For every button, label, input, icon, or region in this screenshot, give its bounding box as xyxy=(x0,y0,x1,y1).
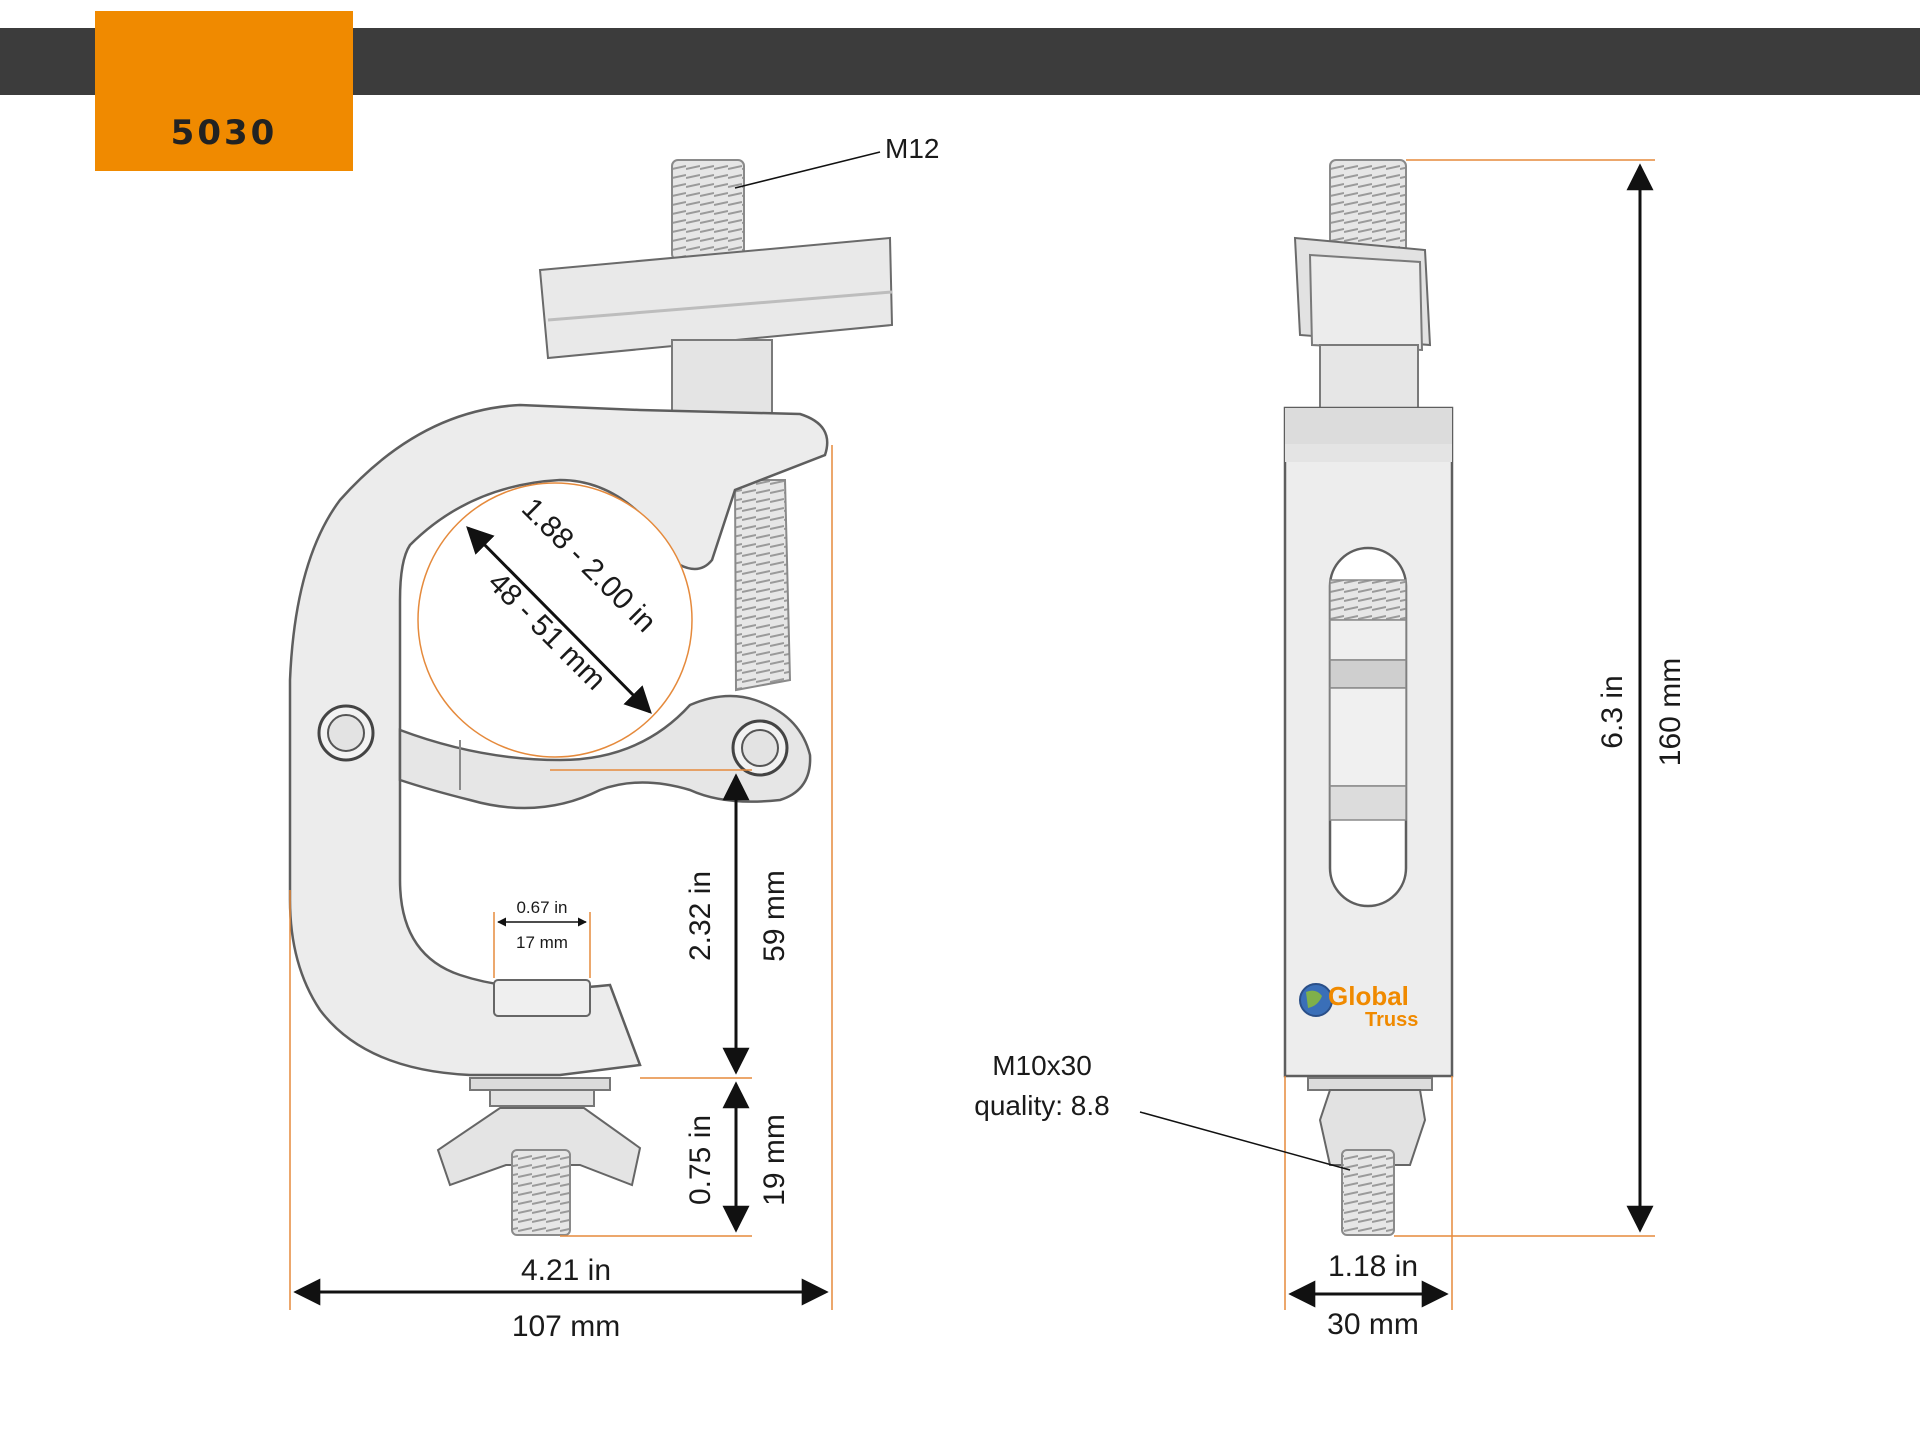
wing-mm-label: 19 mm xyxy=(758,1114,791,1206)
side-extension-lines xyxy=(1284,159,1655,1310)
product-code-tab: 5030 xyxy=(95,11,353,171)
side-width-mm-label: 30 mm xyxy=(1327,1308,1419,1341)
quality-label: quality: 8.8 xyxy=(974,1090,1109,1121)
slot-block xyxy=(493,979,591,1017)
product-code: 5030 xyxy=(170,113,278,153)
height-mm-label: 59 mm xyxy=(758,870,791,962)
top-bolt-thread xyxy=(671,159,745,261)
side-dimension-arrows xyxy=(1139,163,1654,1308)
side-width-in-label: 1.18 in xyxy=(1328,1250,1418,1283)
width-in-label: 4.21 in xyxy=(521,1254,611,1287)
slot-in-label: 0.67 in xyxy=(516,898,567,917)
swing-jaw xyxy=(398,694,812,810)
side-wing-nut xyxy=(1318,1089,1427,1166)
m12-leader xyxy=(734,151,881,189)
side-bottom-thread xyxy=(1341,1149,1395,1236)
wing-nut xyxy=(436,1107,642,1187)
globaltruss-logo: Global Truss xyxy=(1299,981,1418,1031)
t-handle xyxy=(538,236,894,360)
clamp-side-view: Global Truss xyxy=(1283,159,1454,1236)
m10-leader xyxy=(1139,1111,1351,1171)
clamp-front-view xyxy=(288,159,894,1236)
front-dimension-arrows xyxy=(293,151,881,1306)
svg-text:Truss: Truss xyxy=(1365,1009,1418,1031)
svg-text:Global: Global xyxy=(1328,981,1409,1011)
wing-in-label: 0.75 in xyxy=(684,1115,717,1205)
side-height-in-label: 6.3 in xyxy=(1596,675,1629,748)
tube-dim-arrow xyxy=(466,526,652,714)
m12-label: M12 xyxy=(885,133,939,164)
width-mm-label: 107 mm xyxy=(512,1310,620,1343)
front-extension-lines xyxy=(289,445,833,1310)
angled-screw xyxy=(733,479,792,692)
m10-label: M10x30 xyxy=(992,1050,1092,1081)
slot-mm-label: 17 mm xyxy=(516,933,568,952)
side-height-mm-label: 160 mm xyxy=(1654,658,1687,766)
height-in-label: 2.32 in xyxy=(684,871,717,961)
bottom-bolt-thread xyxy=(511,1149,571,1236)
